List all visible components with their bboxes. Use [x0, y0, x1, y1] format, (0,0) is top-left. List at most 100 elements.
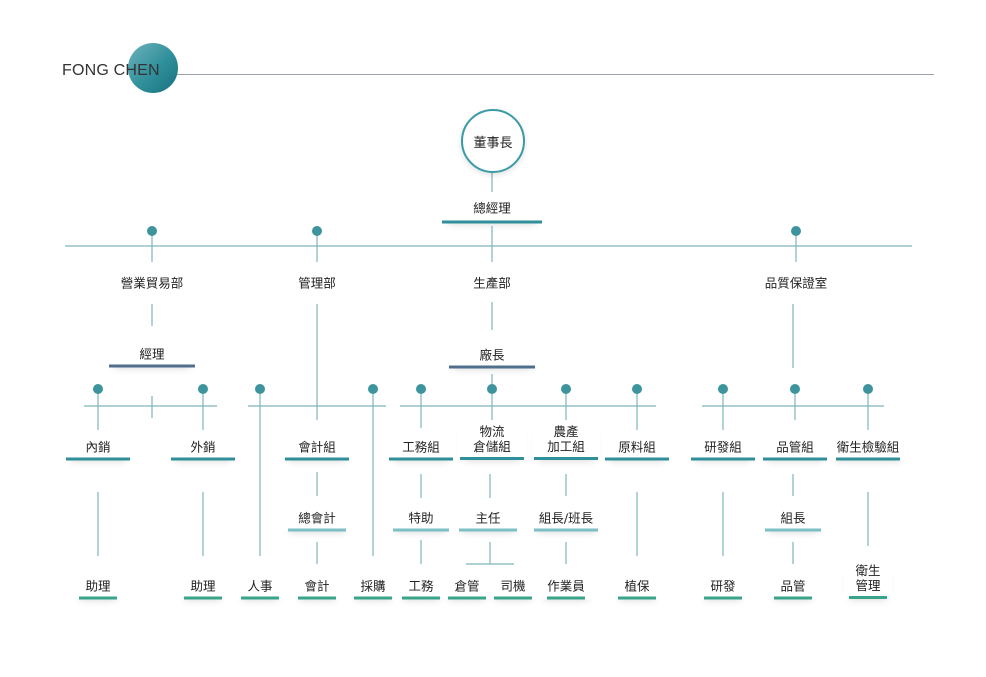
group-leader-underline: [765, 528, 821, 532]
accounting-group-underline: [285, 457, 349, 461]
special-assistant-underline: [393, 528, 449, 532]
domestic-node: 內銷: [64, 435, 132, 461]
qc-label: 品管: [780, 578, 806, 594]
chief-accountant-node: 總會計: [283, 506, 351, 532]
purchasing-underline: [354, 596, 392, 600]
affairs-group-underline: [389, 457, 453, 461]
qc-group-label: 品管組: [776, 439, 814, 455]
supervisor-underline: [459, 528, 517, 532]
export-underline: [171, 457, 235, 461]
sales-manager-underline: [109, 364, 195, 368]
factory-manager-underline: [449, 365, 535, 369]
accountant-label: 會計: [304, 578, 330, 594]
affairs-underline: [402, 596, 440, 600]
assistant-domestic-node: 助理: [74, 574, 122, 600]
logistics-label-line1: 物流: [479, 424, 505, 439]
purchasing-label: 採購: [360, 578, 386, 594]
hygiene-management-underline: [849, 596, 887, 599]
supervisor-node: 主任: [455, 506, 521, 532]
chairman-label: 董事長: [473, 135, 513, 151]
affairs-group-label: 工務組: [402, 439, 440, 455]
affairs-group-node: 工務組: [387, 435, 455, 461]
connector-dot: [368, 384, 378, 394]
rd-node: 研發: [699, 574, 747, 600]
connector-dot: [863, 384, 873, 394]
rd-group-node: 研發組: [689, 435, 757, 461]
plant-protection-node: 植保: [613, 574, 661, 600]
warehouse-node: 倉管: [443, 574, 491, 600]
special-assistant-node: 特助: [390, 506, 452, 532]
purchasing-node: 採購: [349, 574, 397, 600]
export-label: 外銷: [190, 439, 216, 455]
qc-node: 品管: [769, 574, 817, 600]
agri-label-line1: 農產: [553, 424, 579, 439]
connector-dot: [312, 226, 322, 236]
factory-manager-label: 廠長: [479, 347, 505, 363]
logistics-underline: [460, 457, 524, 460]
header-rule: [176, 74, 934, 75]
hr-underline: [241, 596, 279, 600]
team-leader-label: 組長/班長: [538, 510, 594, 526]
logo-circle: [128, 43, 178, 93]
rd-group-underline: [691, 457, 755, 461]
connector-dot: [790, 384, 800, 394]
dept-qa-label: 品質保證室: [764, 275, 828, 291]
dept-admin-label: 管理部: [298, 275, 336, 291]
plant-protection-underline: [618, 596, 656, 600]
hygiene-label-line1: 衛生: [855, 563, 881, 578]
brand-name: FONG CHEN: [62, 62, 160, 79]
assistant-domestic-underline: [79, 596, 117, 600]
factory-manager-node: 廠長: [447, 343, 537, 369]
driver-underline: [494, 596, 532, 600]
gm-node: 總經理: [442, 194, 542, 224]
domestic-label: 內銷: [85, 439, 111, 455]
chief-accountant-underline: [288, 528, 346, 532]
rd-label: 研發: [710, 578, 736, 594]
driver-label: 司機: [500, 578, 526, 594]
qc-group-underline: [763, 457, 827, 461]
connector-dot: [255, 384, 265, 394]
driver-node: 司機: [489, 574, 537, 600]
group-leader-node: 組長: [762, 506, 824, 532]
accounting-group-node: 會計組: [282, 435, 352, 461]
rd-underline: [704, 596, 742, 600]
accountant-node: 會計: [293, 574, 341, 600]
warehouse-underline: [448, 596, 486, 600]
export-node: 外銷: [169, 435, 237, 461]
chief-accountant-label: 總會計: [298, 510, 336, 526]
dept-production: 生產部: [467, 273, 517, 293]
hygiene-management-node: 衛生 管理: [844, 559, 892, 599]
dept-admin: 管理部: [292, 273, 342, 293]
logistics-label-line2: 倉儲組: [473, 439, 511, 454]
dept-sales-label: 營業貿易部: [120, 275, 184, 291]
assistant-export-underline: [184, 596, 222, 600]
operator-label: 作業員: [547, 578, 585, 594]
qc-underline: [774, 596, 812, 600]
materials-group-label: 原料組: [618, 439, 656, 455]
assistant-domestic-label: 助理: [85, 578, 111, 594]
operator-underline: [547, 596, 585, 600]
affairs-node: 工務: [397, 574, 445, 600]
materials-group-underline: [605, 457, 669, 461]
agri-label-line2: 加工組: [547, 439, 585, 454]
connector-dot: [791, 226, 801, 236]
connector-dot: [416, 384, 426, 394]
rd-group-label: 研發組: [704, 439, 742, 455]
hr-label: 人事: [247, 578, 273, 594]
hr-node: 人事: [236, 574, 284, 600]
connector-dot: [561, 384, 571, 394]
gm-underline: [442, 220, 542, 224]
dept-production-label: 生產部: [473, 275, 511, 291]
hygiene-group-node: 衛生檢驗組: [829, 435, 907, 461]
hygiene-group-label: 衛生檢驗組: [836, 439, 900, 455]
qc-group-node: 品管組: [761, 435, 829, 461]
domestic-underline: [66, 457, 130, 461]
hygiene-label-line2: 管理: [855, 578, 881, 593]
connector-dot: [487, 384, 497, 394]
team-leader-node: 組長/班長: [530, 506, 602, 532]
operator-node: 作業員: [538, 574, 594, 600]
sales-manager-node: 經理: [108, 342, 196, 368]
special-assistant-label: 特助: [408, 510, 434, 526]
